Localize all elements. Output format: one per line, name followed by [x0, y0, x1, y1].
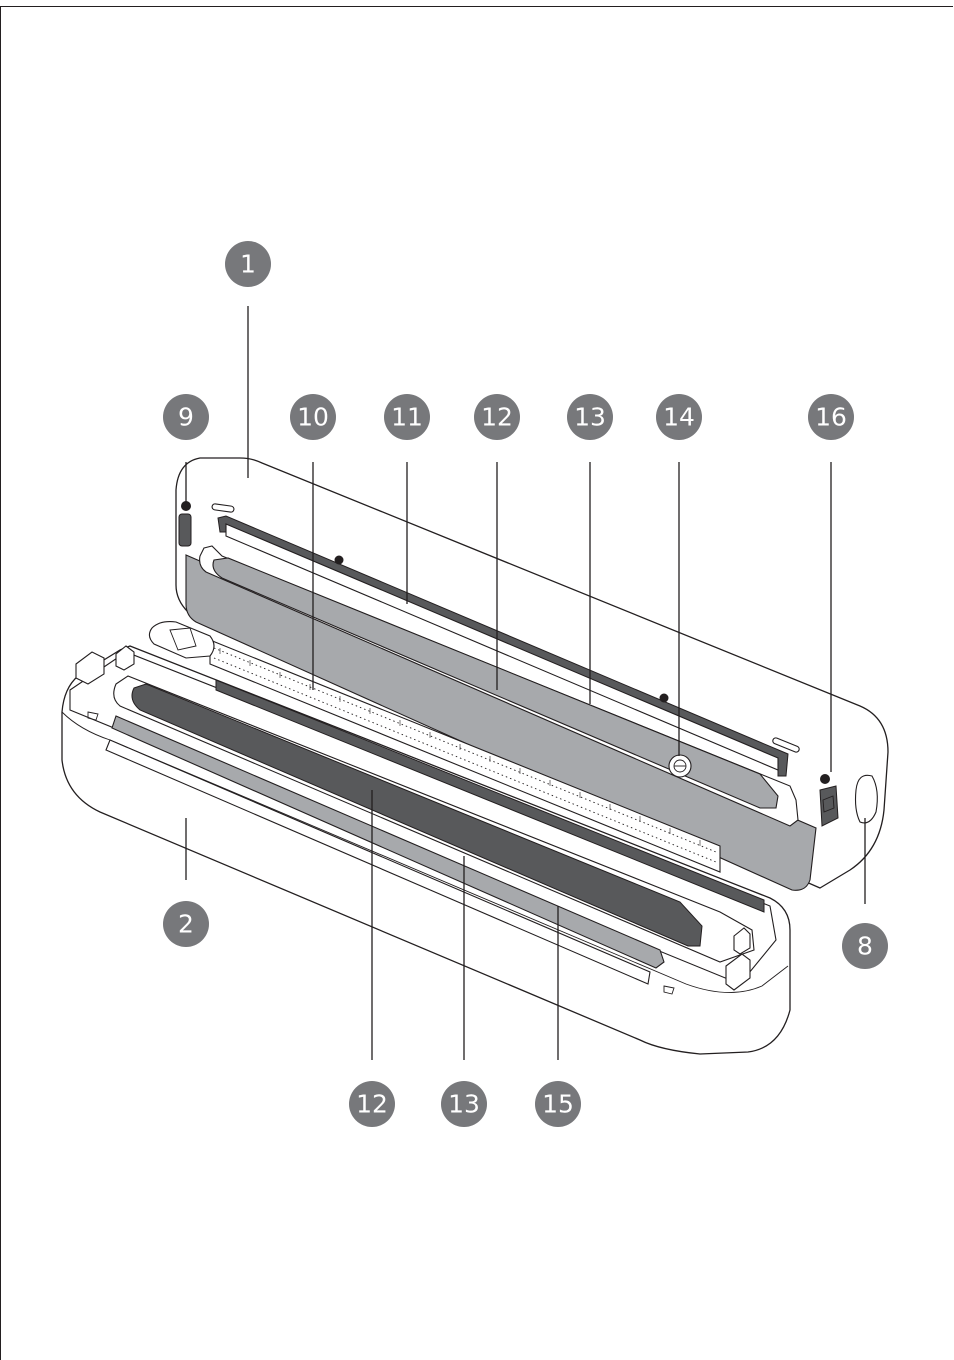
- leader-lines: [185, 306, 866, 1060]
- cutter-slot: [105, 739, 651, 985]
- svg-text:16: 16: [815, 403, 847, 432]
- svg-text:2: 2: [178, 910, 194, 939]
- callout-2: 2: [163, 901, 209, 947]
- callout-16: 16: [808, 394, 854, 440]
- page-frame: [0, 6, 953, 1360]
- callout-9: 9: [163, 394, 209, 440]
- left-latch: [178, 513, 192, 547]
- svg-text:12: 12: [356, 1090, 388, 1119]
- callout-13-bottom: 13: [441, 1081, 487, 1127]
- upper-lid: [175, 457, 889, 891]
- callout-11: 11: [384, 394, 430, 440]
- base-unit: [61, 621, 791, 1055]
- svg-text:13: 13: [574, 403, 606, 432]
- svg-text:9: 9: [178, 403, 194, 432]
- svg-text:14: 14: [663, 403, 695, 432]
- callout-1: 1: [225, 241, 271, 287]
- svg-text:8: 8: [857, 932, 873, 961]
- svg-text:12: 12: [481, 403, 513, 432]
- base-seal-bar: [111, 715, 665, 969]
- base-vacuum-gasket: [131, 683, 703, 947]
- cutter-slider: [148, 621, 215, 659]
- lid-vacuum-gasket: [212, 557, 779, 809]
- callout-8: 8: [842, 923, 888, 969]
- callout-12-bottom: 12: [349, 1081, 395, 1127]
- lid-gasket-area: [185, 554, 817, 891]
- callout-13-top: 13: [567, 394, 613, 440]
- callout-12-top: 12: [474, 394, 520, 440]
- ruler-ticks: [213, 647, 717, 863]
- svg-text:1: 1: [240, 250, 256, 279]
- svg-text:13: 13: [448, 1090, 480, 1119]
- side-knob: [854, 774, 878, 824]
- svg-text:10: 10: [297, 403, 329, 432]
- svg-text:11: 11: [391, 403, 423, 432]
- callout-15: 15: [535, 1081, 581, 1127]
- callout-10: 10: [290, 394, 336, 440]
- right-latch: [819, 785, 839, 827]
- svg-text:15: 15: [542, 1090, 574, 1119]
- callout-14: 14: [656, 394, 702, 440]
